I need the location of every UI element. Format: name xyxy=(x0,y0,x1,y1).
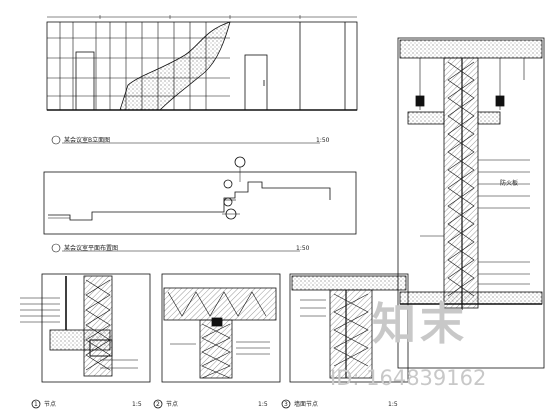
detail-3-view xyxy=(281,273,409,409)
glass-door xyxy=(75,51,95,111)
detail-1-scale: 1:5 xyxy=(132,401,142,408)
detail-1-number: 1 xyxy=(34,401,38,408)
detail-3-scale: 1:5 xyxy=(388,401,398,408)
detail-2-number: 2 xyxy=(156,401,160,408)
detail-3-number: 3 xyxy=(284,401,288,408)
detail-2-view xyxy=(153,273,281,409)
detail-1-title: 节点 xyxy=(44,401,57,408)
watermark-id: ID: 164839162 xyxy=(330,366,487,390)
elevation-scale: 1:50 xyxy=(316,137,330,144)
watermark-logo: 知末 xyxy=(372,299,468,350)
detail-2-scale: 1:5 xyxy=(258,401,268,408)
plan-view xyxy=(43,156,357,235)
elevation-view xyxy=(46,15,358,111)
wall-section-view xyxy=(397,37,545,369)
detail-1-view xyxy=(20,273,151,409)
detail-2-title: 节点 xyxy=(166,401,179,408)
section-note: 防火板 xyxy=(500,180,519,187)
plan-scale: 1:50 xyxy=(296,245,310,252)
elevation-title-bar xyxy=(51,135,320,145)
stone-feature xyxy=(119,21,231,111)
plan-title: 某会议室平面布置图 xyxy=(64,245,119,252)
detail-3-title: 墙面节点 xyxy=(294,401,319,408)
wall-outline xyxy=(48,181,331,221)
elevation-title: 某会议室B立面图 xyxy=(64,137,111,144)
plan-title-bar xyxy=(51,243,300,253)
